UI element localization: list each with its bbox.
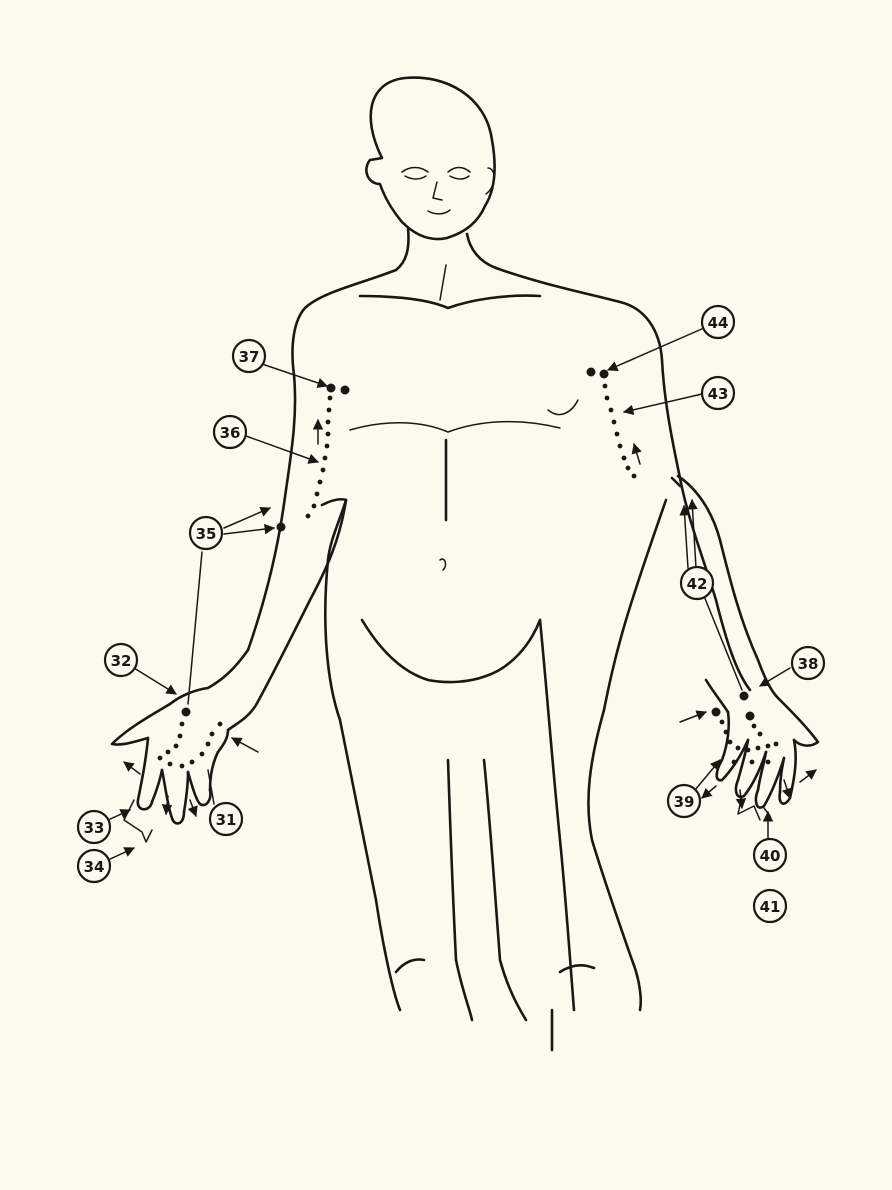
point-label-32-text: 32	[111, 652, 132, 670]
neck	[396, 228, 409, 270]
point-label-36: 36	[214, 416, 246, 448]
point-label-39: 39	[668, 785, 700, 817]
point-label-33: 33	[78, 811, 110, 843]
point-label-39-text: 39	[674, 793, 695, 811]
point-label-31: 31	[210, 803, 242, 835]
point-label-37-text: 37	[239, 348, 260, 366]
point-label-35: 35	[190, 517, 222, 549]
point-label-38-text: 38	[798, 655, 819, 673]
point-label-34: 34	[78, 850, 110, 882]
point-label-44: 44	[702, 306, 734, 338]
point-label-34-text: 34	[84, 858, 105, 876]
point-label-42: 42	[681, 567, 713, 599]
point-label-31-text: 31	[216, 811, 237, 829]
point-label-33-text: 33	[84, 819, 105, 837]
point-label-38: 38	[792, 647, 824, 679]
point-label-43: 43	[702, 377, 734, 409]
meridian-right-arm	[587, 368, 779, 765]
point-label-42-text: 42	[687, 575, 708, 593]
point-label-40-text: 40	[760, 847, 781, 865]
point-label-37: 37	[233, 340, 265, 372]
point-label-32: 32	[105, 644, 137, 676]
point-label-43-text: 43	[708, 385, 729, 403]
point-label-44-text: 44	[708, 314, 729, 332]
point-label-35-text: 35	[196, 525, 217, 543]
point-label-36-text: 36	[220, 424, 241, 442]
point-label-41: 41	[754, 890, 786, 922]
point-label-41-text: 41	[760, 898, 781, 916]
point-label-40: 40	[754, 839, 786, 871]
head	[366, 78, 494, 240]
